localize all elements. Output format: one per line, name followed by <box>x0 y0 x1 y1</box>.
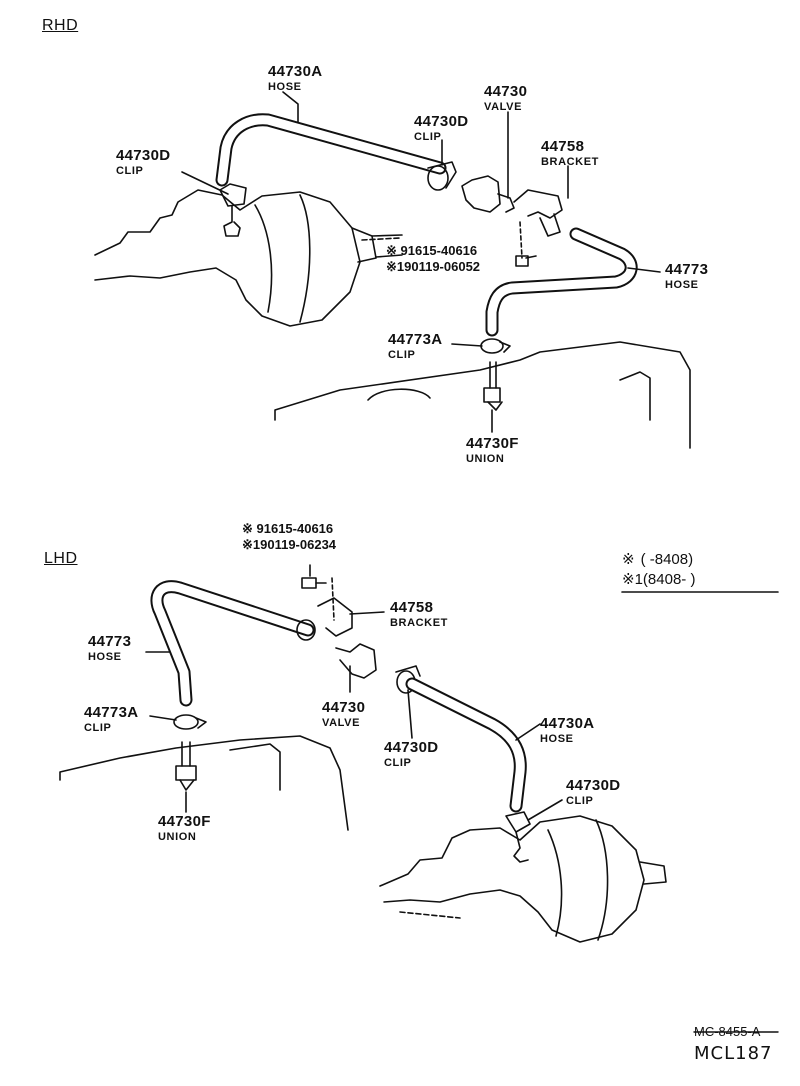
legend-row-1: ※ ( -8408) <box>622 552 693 567</box>
legend-mark-2: ※1 <box>622 571 643 588</box>
rhd-booster-outline <box>94 189 361 327</box>
lhd-bracket <box>317 597 353 637</box>
lhd-clip-right <box>505 811 531 833</box>
legend-text-1: ( -8408) <box>640 551 694 568</box>
section-rhd: RHD <box>42 17 79 34</box>
section-lhd: LHD <box>44 550 78 567</box>
rhd-engine-block <box>274 341 691 449</box>
legend-mark-1: ※ <box>622 551 635 568</box>
rhd-label-bolts: ※ 91615-40616 ※190119-06052 <box>386 243 481 274</box>
rhd-valve <box>461 175 501 213</box>
legend-text-2: (8408- ) <box>642 571 696 588</box>
rhd-hose-44730a <box>215 113 447 187</box>
footer-code-1: MC-8455-A <box>694 1024 761 1039</box>
lhd-clip-44773a <box>173 714 199 730</box>
lhd-bolt <box>301 577 317 589</box>
rhd-bracket <box>513 189 563 219</box>
rhd-clip-44773a <box>480 338 504 354</box>
lhd-valve <box>335 643 377 679</box>
legend-row-2: ※1(8408- ) <box>622 572 695 587</box>
footer-code-2: MCL187 <box>694 1043 773 1064</box>
lhd-engine-block <box>59 735 349 831</box>
rhd-clip-left <box>219 183 247 207</box>
lhd-booster-outline <box>379 815 645 943</box>
lhd-label-bolts: ※ 91615-40616 ※190119-06234 <box>242 521 337 552</box>
